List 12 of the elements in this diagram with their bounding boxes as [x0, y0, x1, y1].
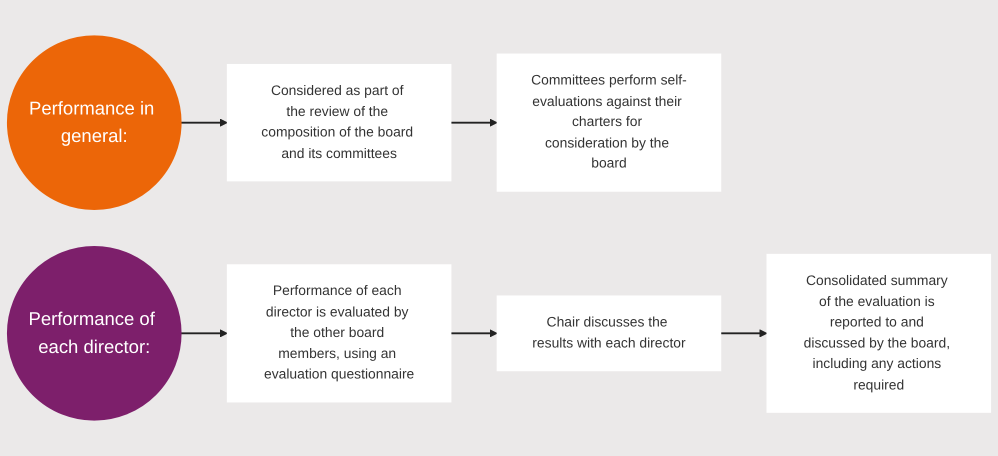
- node-box: Considered as part of the review of the composition of the board and its committees: [226, 64, 452, 182]
- node-box: Chair discusses the results with each director: [496, 295, 722, 372]
- node-circle: Performance of each director:: [6, 246, 182, 421]
- arrow: [181, 118, 228, 127]
- arrow: [181, 329, 228, 338]
- node-circle: Performance in general:: [6, 35, 182, 210]
- arrow: [450, 118, 498, 127]
- node-box: Committees perform self-evaluations against their charters for consideration by the board: [496, 54, 722, 192]
- node-box: Consolidated summary of the evaluation is reported to and discussed by the board, including any actions required: [766, 254, 992, 413]
- arrow: [720, 329, 768, 338]
- node-box: Performance of each director is evaluated by the other board members, using an evaluation questionnaire: [226, 264, 452, 402]
- arrow: [450, 329, 498, 338]
